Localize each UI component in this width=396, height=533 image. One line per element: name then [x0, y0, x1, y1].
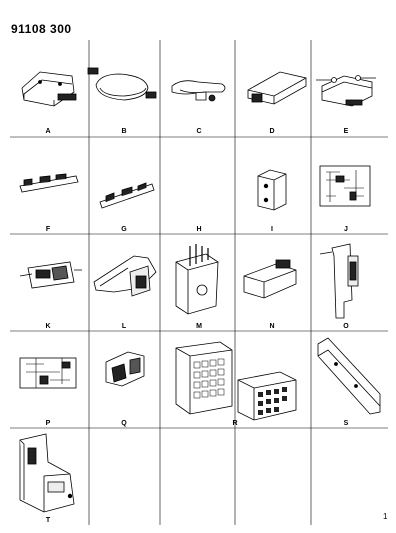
- part-n-illustration: [243, 259, 297, 299]
- part-l-illustration: [93, 255, 157, 297]
- part-q-illustration: [105, 351, 145, 387]
- panel-label-d: D: [269, 128, 274, 135]
- part-t-illustration: [19, 433, 75, 513]
- panel-label-c: C: [196, 128, 201, 135]
- panel-label-k: K: [45, 323, 50, 330]
- panel-label-t: T: [46, 517, 51, 524]
- part-e-illustration: [316, 75, 376, 107]
- panel-label-e: E: [344, 128, 349, 135]
- part-j-illustration: [319, 165, 371, 207]
- panel-label-m: M: [196, 323, 202, 330]
- part-m-illustration: [175, 244, 219, 315]
- part-c-illustration: [171, 80, 226, 102]
- part-k-illustration: [19, 261, 82, 289]
- panel-label-i: I: [271, 226, 273, 233]
- panel-label-f: F: [46, 226, 51, 233]
- part-f-illustration: [19, 173, 79, 193]
- part-b-illustration: [87, 67, 157, 101]
- part-d-illustration: [247, 71, 307, 105]
- part-p-illustration: [19, 357, 77, 389]
- panel-label-j: J: [344, 226, 348, 233]
- part-r-illustration: [175, 341, 297, 421]
- panel-label-o: O: [343, 323, 349, 330]
- panel-label-n: N: [269, 323, 274, 330]
- panel-label-q: Q: [121, 420, 127, 427]
- panel-label-h: H: [196, 226, 201, 233]
- panel-label-p: P: [46, 420, 51, 427]
- panel-label-s: S: [344, 420, 349, 427]
- grid-lines: [10, 40, 388, 525]
- part-s-illustration: [317, 337, 381, 415]
- panel-label-r: R: [232, 420, 237, 427]
- panel-label-l: L: [122, 323, 127, 330]
- part-i-illustration: [257, 169, 287, 211]
- panel-label-a: A: [45, 128, 50, 135]
- page-number: 1: [383, 512, 388, 521]
- panel-label-b: B: [121, 128, 126, 135]
- panel-label-g: G: [121, 226, 127, 233]
- part-g-illustration: [99, 182, 155, 209]
- diagram-title: 91108 300: [11, 22, 72, 36]
- part-a-illustration: [21, 71, 77, 107]
- part-o-illustration: [319, 243, 359, 319]
